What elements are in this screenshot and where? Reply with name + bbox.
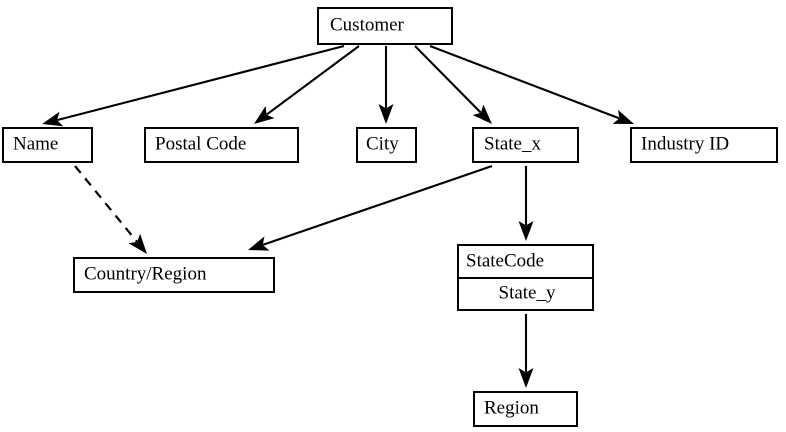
node-label-statecode: StateCode	[466, 250, 544, 271]
node-label-industry-id: Industry ID	[641, 133, 729, 154]
edge-customer-to-postal-code	[254, 45, 360, 124]
edges-layer	[42, 44, 634, 388]
edge-line	[57, 44, 345, 122]
node-box	[472, 127, 579, 163]
node-label-country-region: Country/Region	[84, 263, 207, 284]
node-label-name: Name	[13, 133, 58, 154]
node-label-customer: Customer	[330, 14, 405, 35]
edge-customer-to-state-x	[414, 45, 492, 124]
node-city[interactable]: City	[356, 127, 417, 163]
edge-customer-to-industry-id	[429, 45, 634, 124]
node-postal-code[interactable]: Postal Code	[144, 127, 299, 163]
arrowhead-icon	[42, 111, 64, 127]
arrowhead-icon	[518, 221, 534, 241]
node-box	[317, 7, 453, 45]
node-box	[457, 277, 594, 311]
arrowhead-icon	[378, 104, 394, 124]
arrowhead-icon	[612, 109, 634, 124]
edge-line	[262, 165, 493, 246]
arrowhead-icon	[518, 368, 534, 388]
node-region[interactable]: Region	[473, 391, 578, 427]
node-box	[2, 127, 93, 163]
node-state-y[interactable]: State_y	[457, 277, 594, 311]
edge-line	[266, 45, 360, 116]
node-statecode[interactable]: StateCode	[457, 244, 594, 279]
node-label-postal-code: Postal Code	[155, 133, 246, 154]
node-industry-id[interactable]: Industry ID	[630, 127, 778, 163]
arrowhead-icon	[472, 104, 492, 124]
node-box	[630, 127, 778, 163]
node-box	[73, 257, 275, 293]
edge-state-x-to-statecode	[518, 166, 534, 241]
edge-state-y-to-region	[518, 314, 534, 388]
node-name[interactable]: Name	[2, 127, 93, 163]
edge-customer-to-city	[378, 46, 394, 124]
node-state-x[interactable]: State_x	[472, 127, 579, 163]
arrowhead-icon	[128, 233, 147, 254]
node-label-state-x: State_x	[484, 133, 541, 154]
node-country-region[interactable]: Country/Region	[73, 257, 275, 293]
node-label-region: Region	[484, 397, 539, 418]
edge-state-x-to-country-region	[248, 165, 493, 251]
edge-line	[414, 45, 482, 114]
edge-line	[429, 45, 620, 120]
node-label-state-y: State_y	[499, 282, 556, 303]
node-box	[356, 127, 417, 163]
node-customer[interactable]: Customer	[317, 7, 453, 45]
node-box	[473, 391, 578, 427]
arrowhead-icon	[248, 236, 270, 251]
edge-line	[74, 165, 138, 243]
edge-name-to-country-region	[74, 165, 147, 254]
arrowhead-icon	[254, 106, 275, 124]
node-box	[144, 127, 299, 163]
edge-customer-to-name	[42, 44, 345, 127]
node-label-city: City	[366, 133, 399, 154]
